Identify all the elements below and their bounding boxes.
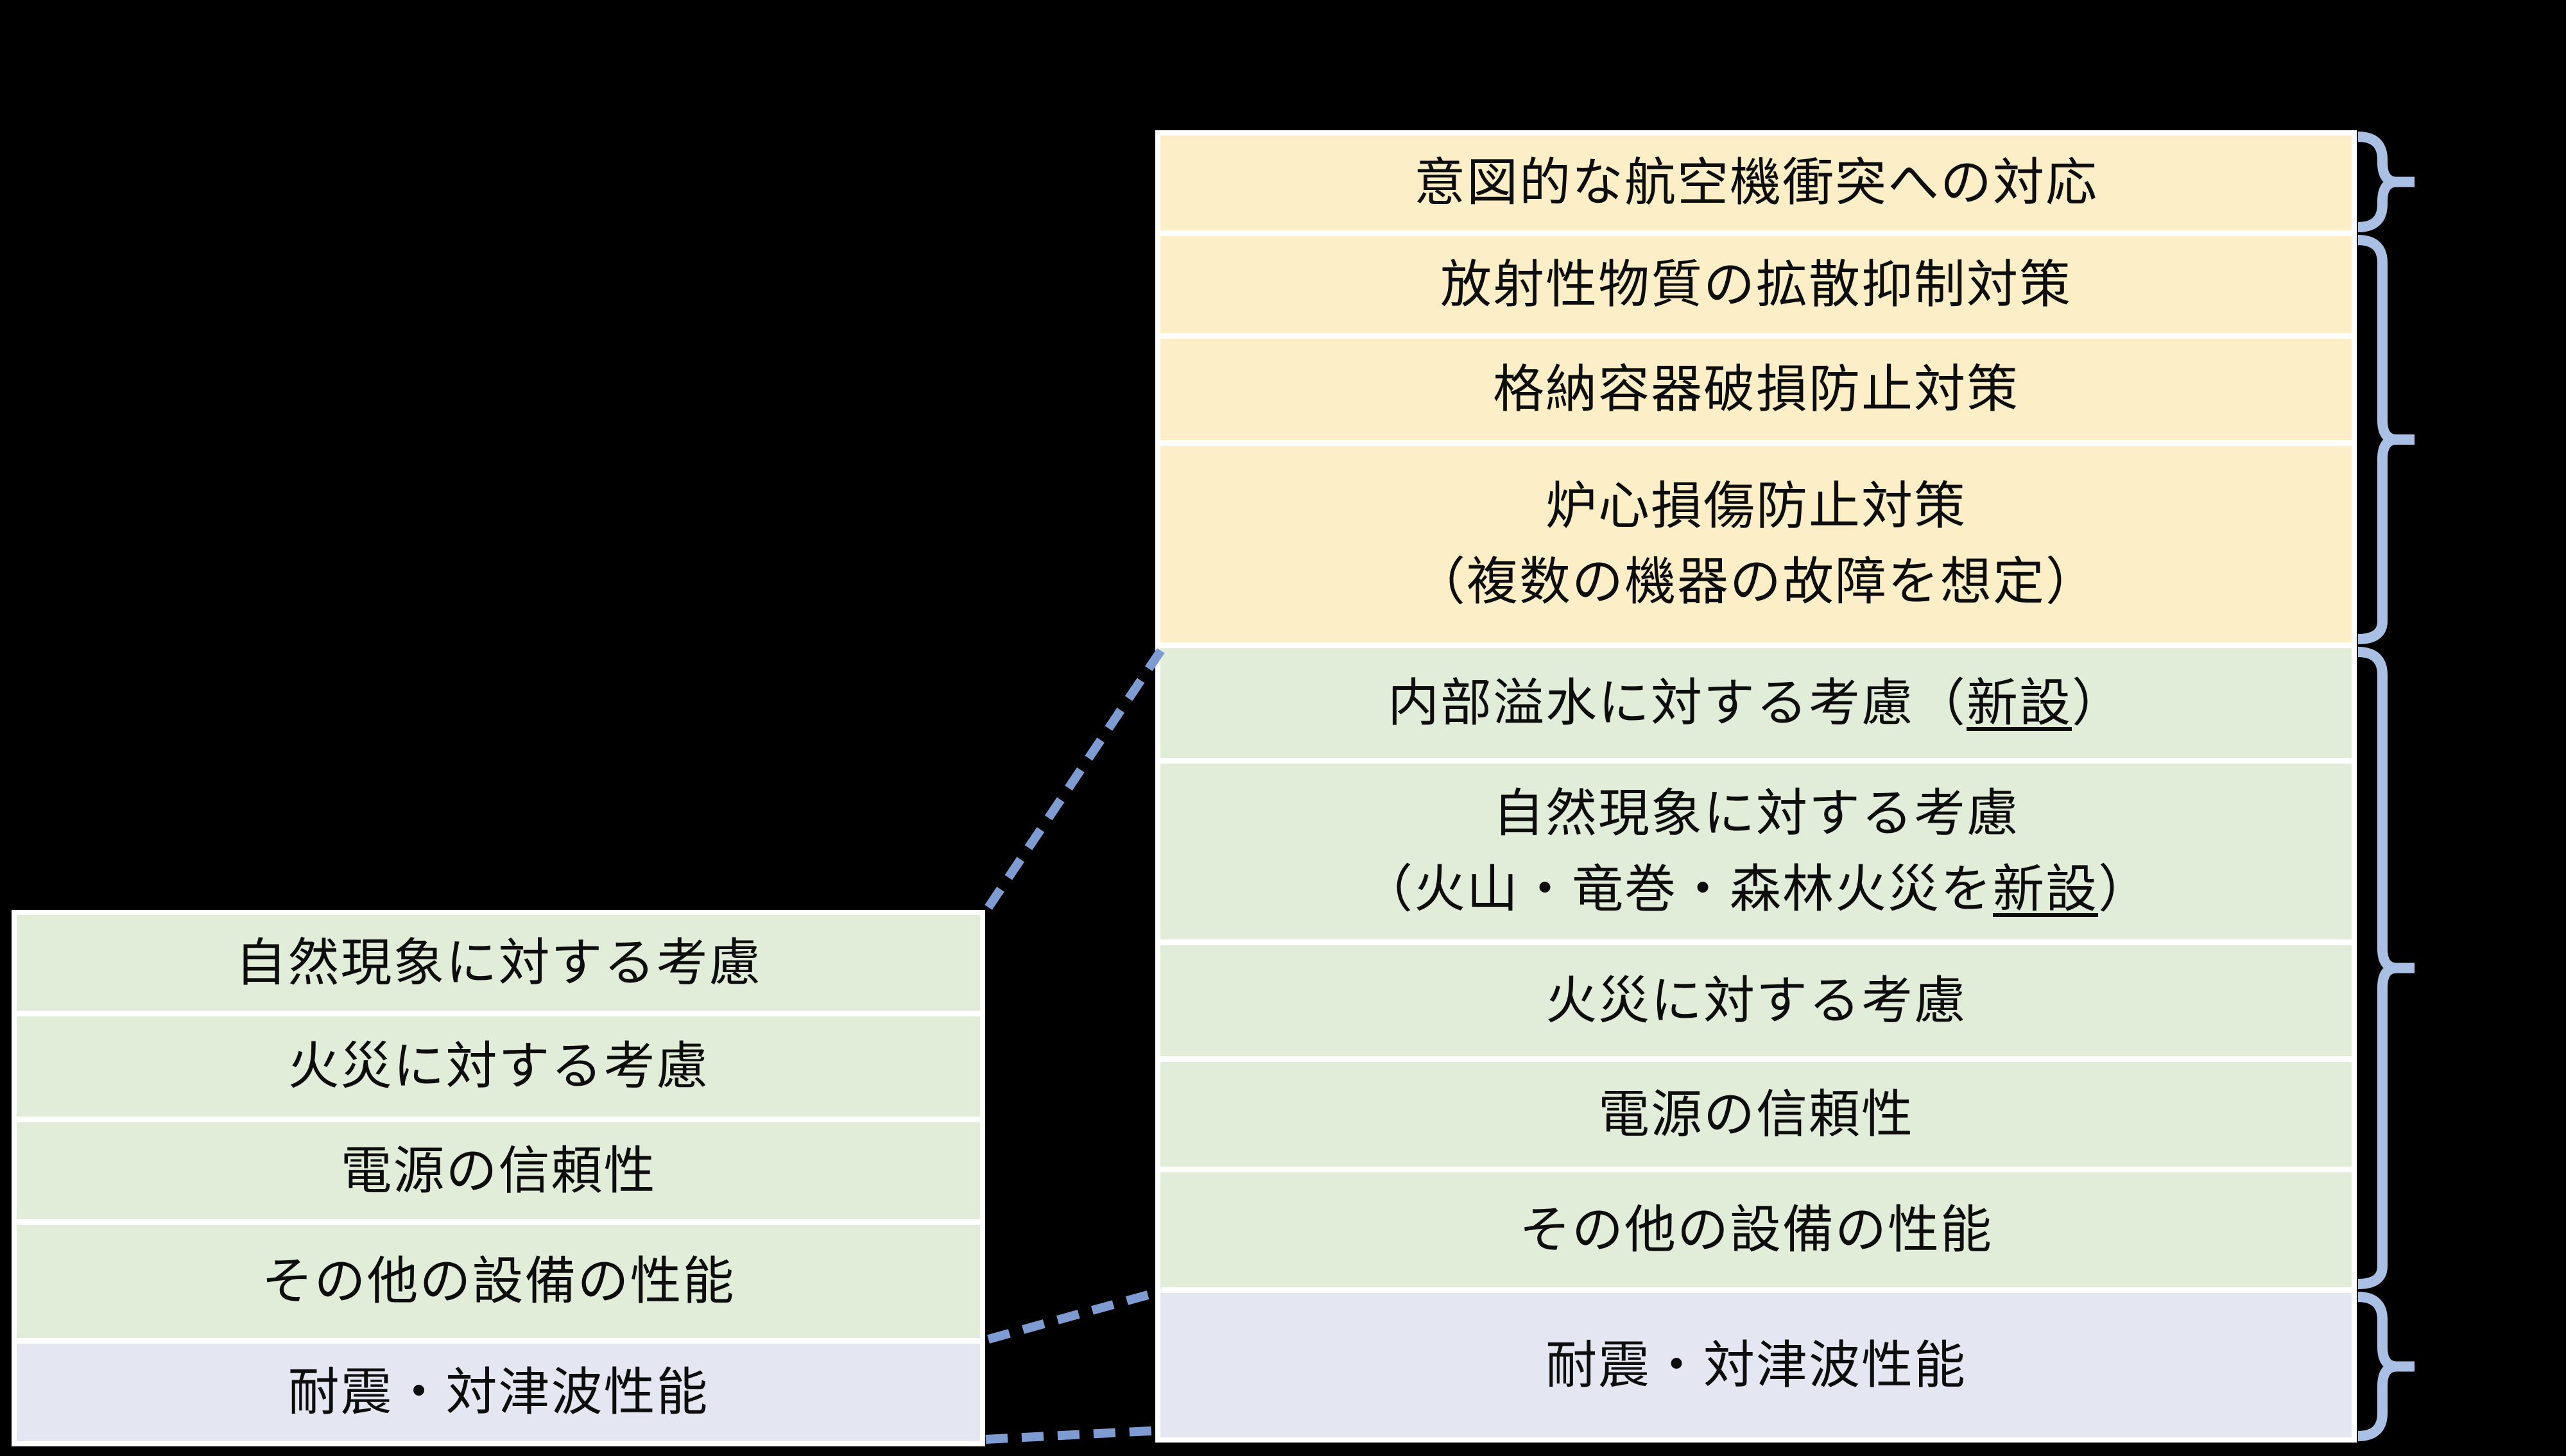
connector-group [985,643,1168,1444]
brace-row-10 [2357,1292,2397,1441]
cell-text-line: 放射性物質の拡散抑制対策 [1440,254,2072,314]
cell-text-line: （複数の機器の故障を想定） [1414,552,2098,612]
new-table-row-other-equipment-performance: その他の設備の性能 [1160,1172,2352,1287]
brace-rows-5-9 [2357,647,2397,1289]
old-table-row-natural-phenomena-consideration: 自然現象に対する考慮 [17,915,980,1011]
brace-row-1 [2357,132,2397,232]
old-table-row-fire-consideration: 火災に対する考慮 [17,1016,980,1117]
cell-text-line: 耐震・対津波性能 [288,1362,709,1422]
cell-text-line: 自然現象に対する考慮 [235,932,762,993]
cell-text-line: 格納容器破損防止対策 [1493,359,2019,419]
cell-text-line: 炉心損傷防止対策 [1546,476,1967,536]
new-table-row-aircraft-impact-response: 意図的な航空機衝突への対応 [1160,135,2352,230]
brace-group [2357,132,2415,1441]
brace-rows-2-4 [2357,235,2397,644]
cell-text-line: 火災に対する考慮 [288,1036,709,1096]
new-table-row-radioactive-dispersal-suppression: 放射性物質の拡散抑制対策 [1160,236,2352,333]
dashed-connector-bottom [985,1426,1162,1444]
cell-text-line: （火山・竜巻・森林火災を新設） [1361,859,2151,919]
new-table-row-natural-phenomena-consideration: 自然現象に対する考慮 （火山・竜巻・森林火災を新設） [1160,764,2352,939]
new-table-row-power-supply-reliability: 電源の信頼性 [1160,1062,2352,1167]
cell-text-line: 意図的な航空機衝突への対応 [1414,153,2098,212]
old-table-row-power-supply-reliability: 電源の信頼性 [17,1122,980,1219]
cell-text-line: 耐震・対津波性能 [1546,1335,1967,1395]
cell-text-line: 電源の信頼性 [1598,1084,1914,1144]
cell-text-line: 自然現象に対する考慮 [1493,784,2019,843]
new-standards-table: 意図的な航空機衝突への対応放射性物質の拡散抑制対策格納容器破損防止対策炉心損傷防… [1155,130,2357,1443]
cell-text-line: 火災に対する考慮 [1546,970,1967,1031]
new-table-row-seismic-tsunami-performance: 耐震・対津波性能 [1160,1293,2352,1437]
old-table-row-other-equipment-performance: その他の設備の性能 [17,1225,980,1338]
new-table-row-containment-failure-prevention: 格納容器破損防止対策 [1160,339,2352,440]
cell-text-line: 電源の信頼性 [340,1140,657,1201]
cell-text-line: 内部溢水に対する考慮（新設） [1388,672,2124,733]
new-table-row-core-damage-prevention: 炉心損傷防止対策 （複数の機器の故障を想定） [1160,446,2352,642]
new-table-row-fire-consideration: 火災に対する考慮 [1160,945,2352,1056]
new-table-row-internal-flooding-consideration: 内部溢水に対する考慮（新設） [1160,648,2352,758]
dashed-connector-top [985,643,1168,910]
cell-text-line: その他の設備の性能 [1519,1199,1993,1260]
dashed-connector-middle [987,1287,1163,1344]
old-table-row-seismic-tsunami-performance: 耐震・対津波性能 [17,1344,980,1441]
cell-text-line: その他の設備の性能 [261,1251,736,1311]
old-standards-table: 自然現象に対する考慮火災に対する考慮電源の信頼性その他の設備の性能耐震・対津波性… [12,910,985,1446]
